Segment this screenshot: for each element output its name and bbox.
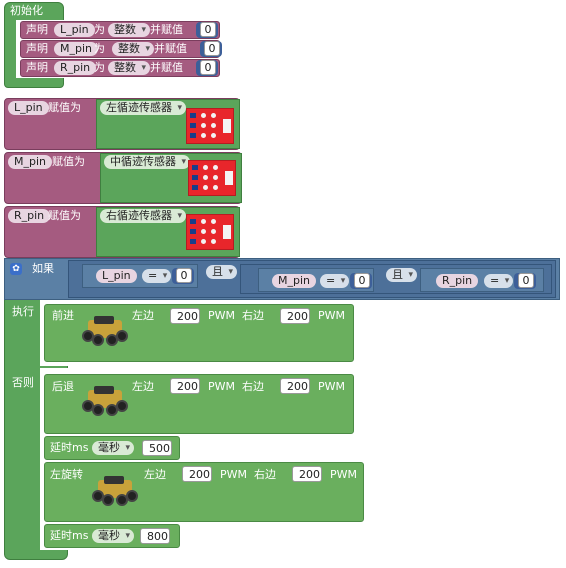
then-label: 执行 (12, 305, 34, 318)
declare-var-r[interactable]: R_pin (54, 61, 97, 75)
assign-var-m[interactable]: M_pin (8, 155, 53, 169)
cond-op-m[interactable]: = (320, 274, 350, 288)
delay-label-1: 延时ms (50, 441, 89, 454)
settings-gear-icon[interactable]: ✿ (10, 263, 22, 275)
delay-value-1[interactable]: 500 (142, 440, 172, 456)
sensor-select-m[interactable]: 中循迹传感器 (104, 155, 190, 169)
declare-as: 为 (94, 42, 105, 55)
backward-right-value[interactable]: 200 (280, 378, 310, 394)
backward-left-value[interactable]: 200 (170, 378, 200, 394)
car-icon-turn-left (92, 474, 138, 506)
sensor-select-l[interactable]: 左循迹传感器 (100, 101, 186, 115)
cond-var-l[interactable]: L_pin (96, 269, 137, 283)
declare-value-m[interactable]: 0 (204, 41, 220, 56)
declare-var-l[interactable]: L_pin (54, 23, 95, 37)
turn-left-left-label: 左边 (144, 468, 166, 481)
cond-var-m[interactable]: M_pin (272, 274, 317, 288)
forward-left-value[interactable]: 200 (170, 308, 200, 324)
assign-label: 赋值为 (48, 101, 81, 114)
declare-var-m[interactable]: M_pin (54, 42, 99, 56)
backward-unit: PWM (208, 380, 236, 393)
assign-label: 赋值为 (48, 209, 81, 222)
forward-unit: PWM (208, 309, 236, 322)
delay-unit-select-2[interactable]: 毫秒 (92, 529, 134, 543)
turn-left-unit: PWM (220, 468, 248, 481)
backward-right-label: 右边 (242, 380, 264, 393)
sensor-image-m (188, 160, 236, 196)
assign-var-l[interactable]: L_pin (8, 101, 49, 115)
declare-keyword: 声明 (26, 61, 48, 74)
cond-value-r[interactable]: 0 (518, 273, 534, 288)
assign-var-r[interactable]: R_pin (8, 209, 51, 223)
sensor-image-r (186, 214, 234, 250)
cond-var-r[interactable]: R_pin (436, 274, 479, 288)
sensor-image-l (186, 108, 234, 144)
else-label: 否则 (12, 376, 34, 389)
assign-label: 赋值为 (52, 155, 85, 168)
turn-left-label: 左旋转 (50, 468, 83, 481)
sensor-select-r[interactable]: 右循迹传感器 (100, 209, 186, 223)
and-op-1[interactable]: 且 (206, 265, 237, 279)
declare-as: 为 (94, 61, 105, 74)
turn-left-left-value[interactable]: 200 (182, 466, 212, 482)
forward-label: 前进 (52, 309, 74, 322)
delay-unit-select-1[interactable]: 毫秒 (92, 441, 134, 455)
turn-left-unit: PWM (330, 468, 358, 481)
turn-left-right-value[interactable]: 200 (292, 466, 322, 482)
car-icon-forward (82, 314, 128, 346)
and-op-2[interactable]: 且 (386, 268, 417, 282)
turn-left-right-label: 右边 (254, 468, 276, 481)
delay-value-2[interactable]: 800 (140, 528, 170, 544)
declare-type-l[interactable]: 整数 (108, 23, 150, 37)
declare-type-r[interactable]: 整数 (108, 61, 150, 75)
declare-assign: 并赋值 (154, 42, 187, 55)
declare-assign: 并赋值 (150, 61, 183, 74)
cond-op-l[interactable]: = (142, 269, 172, 283)
cond-value-l[interactable]: 0 (176, 268, 192, 283)
cond-value-m[interactable]: 0 (354, 273, 370, 288)
backward-label: 后退 (52, 380, 74, 393)
declare-value-r[interactable]: 0 (200, 60, 216, 75)
declare-value-l[interactable]: 0 (200, 22, 216, 37)
cond-op-r[interactable]: = (484, 274, 514, 288)
declare-keyword: 声明 (26, 42, 48, 55)
car-icon-backward (82, 384, 128, 416)
declare-type-m[interactable]: 整数 (112, 42, 154, 56)
forward-left-label: 左边 (132, 309, 154, 322)
declare-as: 为 (94, 23, 105, 36)
delay-label-2: 延时ms (50, 529, 89, 542)
forward-right-value[interactable]: 200 (280, 308, 310, 324)
if-label: 如果 (32, 262, 54, 275)
forward-right-label: 右边 (242, 309, 264, 322)
backward-left-label: 左边 (132, 380, 154, 393)
forward-unit: PWM (318, 309, 346, 322)
init-title: 初始化 (10, 4, 43, 17)
backward-unit: PWM (318, 380, 346, 393)
declare-keyword: 声明 (26, 23, 48, 36)
declare-assign: 并赋值 (150, 23, 183, 36)
